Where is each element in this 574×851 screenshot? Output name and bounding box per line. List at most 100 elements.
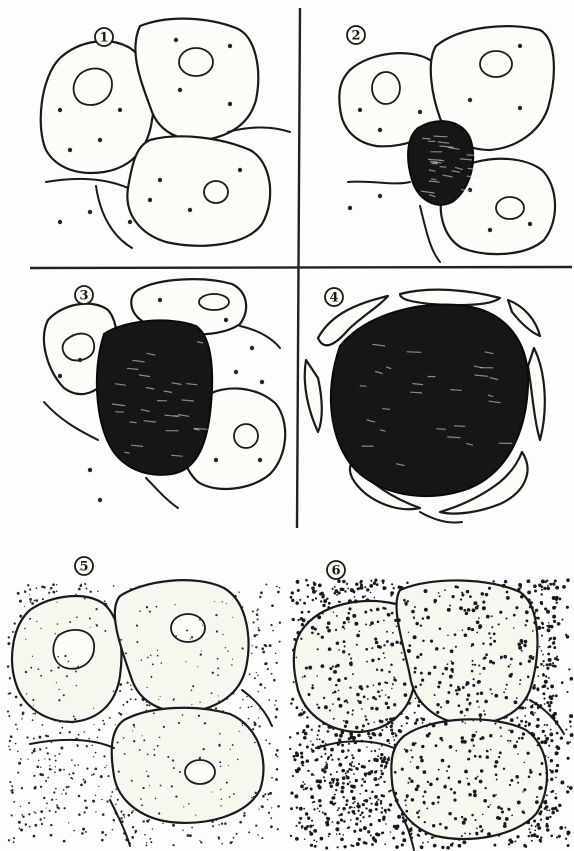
stipple-dot — [38, 736, 41, 739]
stipple-dot — [495, 773, 498, 776]
stipple-dot — [312, 744, 314, 746]
stipple-dot — [569, 714, 573, 718]
stipple-dot — [253, 621, 255, 623]
stipple-dot — [349, 687, 351, 689]
stipple-dot — [565, 728, 567, 730]
stipple-dot — [390, 664, 393, 667]
stipple-dot — [202, 625, 203, 626]
stipple-dot — [74, 765, 76, 767]
stipple-dot — [428, 672, 432, 676]
stipple-dot — [56, 806, 59, 809]
stipple-dot — [59, 769, 62, 772]
stipple-dot — [275, 754, 277, 756]
stipple-dot — [552, 695, 554, 697]
stipple-dot — [546, 625, 548, 627]
panel-1: 1 — [41, 19, 290, 248]
stipple-dot — [306, 759, 310, 763]
stipple-dot — [328, 836, 330, 838]
stipple-dot — [29, 588, 31, 590]
stipple-dot — [329, 782, 332, 785]
stipple-dot — [416, 766, 419, 769]
stipple-dot — [437, 796, 440, 799]
stipple-dot — [261, 592, 262, 593]
stipple-dot — [337, 758, 340, 761]
stipple-dot — [547, 687, 549, 689]
stipple-dot — [154, 754, 156, 756]
stipple-dot — [295, 795, 297, 797]
stipple-dot — [63, 769, 65, 771]
stipple-dot — [226, 698, 228, 700]
stipple-dot — [558, 835, 561, 838]
stipple-dot — [467, 783, 470, 786]
stipple-dot — [173, 699, 175, 701]
cell-wall — [420, 206, 440, 262]
stipple-dot — [387, 721, 390, 724]
stipple-dot — [130, 688, 132, 690]
stipple-dot — [303, 765, 304, 766]
stipple-dot — [309, 825, 312, 828]
stipple-dot — [379, 695, 381, 697]
stipple-dot — [47, 752, 49, 754]
stipple-dot — [468, 750, 471, 753]
stipple-dot — [355, 779, 358, 782]
stipple-dot — [42, 598, 44, 600]
stipple-dot — [47, 777, 49, 779]
stipple-dot — [343, 640, 346, 643]
stipple-dot — [489, 660, 493, 664]
stipple-dot — [313, 829, 317, 833]
stipple-dot — [332, 781, 334, 783]
stipple-dot — [444, 722, 448, 726]
stipple-dot — [343, 796, 345, 798]
stipple-dot — [303, 602, 306, 605]
stipple-dot — [93, 724, 94, 725]
stipple-dot — [404, 748, 406, 750]
stipple-dot — [340, 819, 343, 822]
stipple-dot — [322, 812, 324, 814]
stipple-dot — [214, 458, 218, 462]
stipple-dot — [71, 721, 73, 723]
stipple-dot — [528, 660, 531, 663]
stipple-dot — [198, 715, 200, 717]
stipple-dot — [91, 774, 93, 776]
stipple-dot — [311, 631, 314, 634]
stipple-dot — [387, 696, 390, 699]
stipple-dot — [411, 798, 414, 801]
stipple-dot — [188, 803, 190, 805]
stipple-dot — [556, 809, 559, 812]
stipple-dot — [95, 752, 97, 754]
stipple-dot — [309, 832, 313, 836]
stipple-dot — [540, 810, 543, 813]
stipple-dot — [542, 730, 545, 733]
stipple-dot — [471, 738, 474, 741]
stipple-dot — [128, 220, 132, 224]
stipple-dot — [369, 584, 373, 588]
stipple-dot — [306, 716, 308, 718]
stipple-dot — [545, 772, 547, 774]
stipple-dot — [532, 686, 536, 690]
stipple-dot — [365, 595, 367, 597]
stipple-dot — [342, 626, 345, 629]
stipple-dot — [146, 844, 148, 846]
stipple-dot — [509, 740, 511, 742]
stipple-dot — [455, 689, 458, 692]
stipple-dot — [290, 791, 293, 794]
stipple-dot — [33, 835, 36, 838]
stipple-dot — [172, 824, 175, 827]
stipple-dot — [341, 769, 345, 773]
stipple-dot — [425, 725, 428, 728]
stipple-dot — [152, 663, 154, 665]
stipple-dot — [551, 637, 553, 639]
stipple-dot — [447, 691, 450, 694]
stipple-dot — [351, 807, 352, 808]
stipple-dot — [417, 816, 419, 818]
stipple-dot — [376, 608, 380, 612]
stipple-dot — [29, 826, 31, 828]
stipple-dot — [444, 667, 448, 671]
stipple-dot — [254, 742, 256, 744]
stipple-dot — [199, 702, 200, 703]
stipple-dot — [110, 796, 112, 798]
stipple-dot — [186, 629, 188, 631]
stipple-dot — [334, 586, 336, 588]
stipple-dot — [293, 758, 296, 761]
stipple-dot — [332, 588, 334, 590]
